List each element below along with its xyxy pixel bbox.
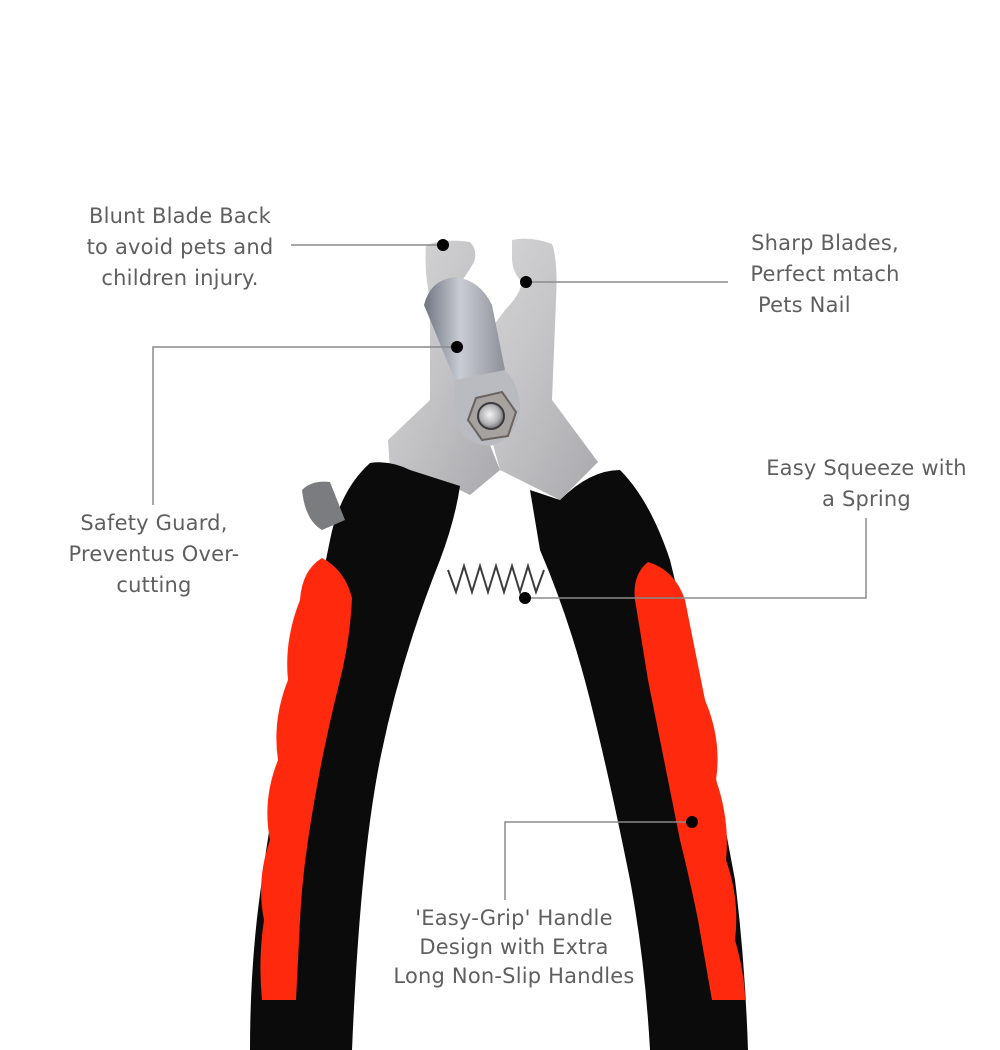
dot-safety-guard (451, 341, 463, 353)
dot-blunt-blade (437, 239, 449, 251)
spring (447, 562, 545, 596)
callout-line: to avoid pets and (86, 235, 274, 259)
callout-easy-grip: 'Easy-Grip' Handle Design with Extra Lon… (380, 904, 648, 991)
leader-lines (152, 244, 867, 900)
callout-line: cutting (116, 573, 192, 597)
callout-line: 'Easy-Grip' Handle (415, 906, 613, 930)
callout-line: Pets Nail (758, 293, 851, 317)
dot-easy-squeeze (519, 592, 531, 604)
callout-line: Safety Guard, (80, 511, 228, 535)
dot-sharp-blades (520, 276, 532, 288)
callout-easy-squeeze: Easy Squeeze with a Spring (754, 453, 979, 515)
pivot-bolt (466, 390, 518, 442)
leader-easy-squeeze (525, 518, 867, 599)
callout-line: Long Non-Slip Handles (393, 964, 635, 988)
leader-safety-guard (152, 346, 456, 505)
dot-easy-grip (686, 816, 698, 828)
callout-dots (437, 239, 698, 828)
callout-line: Preventus Over- (68, 542, 240, 566)
callout-line: a Spring (822, 487, 911, 511)
right-handle (530, 470, 748, 1050)
callout-safety-guard: Safety Guard, Preventus Over- cutting (58, 508, 250, 601)
callout-line: Blunt Blade Back (89, 204, 271, 228)
callout-line: Easy Squeeze with (766, 456, 967, 480)
callout-line: Design with Extra (419, 935, 609, 959)
callout-blunt-blade-back: Blunt Blade Back to avoid pets and child… (80, 201, 280, 294)
left-handle (250, 462, 460, 1050)
callout-line: Perfect mtach (750, 262, 900, 286)
callout-sharp-blades: Sharp Blades, Perfect mtach Pets Nail (730, 228, 920, 321)
leader-easy-grip (504, 821, 692, 900)
callout-line: Sharp Blades, (751, 231, 899, 255)
callout-line: children injury. (101, 266, 259, 290)
